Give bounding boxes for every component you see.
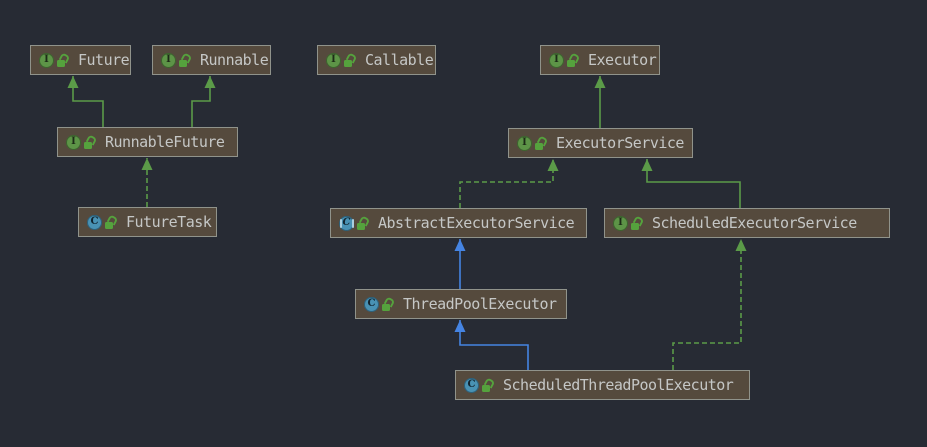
node-executor-service[interactable]: I ExecutorService: [508, 128, 693, 158]
node-abstract-executor-service[interactable]: C AbstractExecutorService: [330, 208, 587, 238]
interface-icon: I: [613, 215, 628, 231]
node-callable[interactable]: I Callable: [317, 45, 436, 75]
node-executor[interactable]: I Executor: [540, 45, 660, 75]
node-future-task[interactable]: C FutureTask: [78, 207, 217, 237]
arrowhead: [594, 76, 606, 88]
edge-scheduled-thread-pool-executor-extends-thread-pool-executor: [454, 320, 529, 370]
node-scheduled-executor-service[interactable]: I ScheduledExecutorService: [604, 208, 890, 238]
lock-body: [382, 303, 390, 311]
class-name-label: ScheduledThreadPoolExecutor: [503, 376, 734, 394]
class-icon: C: [364, 296, 379, 312]
node-runnable-future[interactable]: I RunnableFuture: [57, 127, 238, 157]
node-scheduled-thread-pool-executor[interactable]: C ScheduledThreadPoolExecutor: [455, 370, 750, 400]
public-lock-icon: [344, 51, 358, 67]
public-lock-icon: [382, 295, 396, 311]
edge-executor-service-extends-executor: [594, 76, 606, 128]
public-lock-icon: [631, 214, 645, 230]
lock-body: [567, 59, 575, 67]
class-name-label: FutureTask: [126, 213, 212, 231]
interface-icon: I: [517, 135, 532, 151]
arrowhead: [67, 76, 79, 88]
lock-body: [535, 142, 543, 150]
public-lock-icon: [567, 51, 581, 67]
class-name-label: ThreadPoolExecutor: [403, 295, 557, 313]
arrowhead: [641, 159, 653, 171]
arrowhead: [204, 76, 216, 88]
edge-future-task-implements-runnable-future: [141, 158, 153, 207]
public-lock-icon: [482, 376, 496, 392]
lock-body: [357, 222, 365, 230]
class-name-label: Runnable: [200, 51, 269, 69]
interface-icon: I: [161, 52, 176, 68]
class-name-label: ScheduledExecutorService: [652, 214, 857, 232]
public-lock-icon: [179, 51, 193, 67]
node-runnable[interactable]: I Runnable: [152, 45, 271, 75]
class-name-label: ExecutorService: [556, 134, 684, 152]
lock-body: [344, 59, 352, 67]
class-name-label: Callable: [365, 51, 434, 69]
class-icon: C: [464, 377, 479, 393]
lock-body: [179, 59, 187, 67]
public-lock-icon: [57, 51, 71, 67]
public-lock-icon: [535, 134, 549, 150]
lock-body: [57, 59, 65, 67]
node-thread-pool-executor[interactable]: C ThreadPoolExecutor: [355, 289, 567, 319]
public-lock-icon: [357, 214, 371, 230]
arrowhead: [454, 320, 466, 332]
arrowhead: [547, 159, 559, 171]
interface-icon: I: [549, 52, 564, 68]
interface-icon: I: [326, 52, 341, 68]
interface-icon: I: [39, 52, 54, 68]
class-name-label: Future: [78, 51, 130, 69]
edge-scheduled-thread-pool-executor-implements-scheduled-executor-service: [672, 239, 747, 370]
arrowhead: [735, 239, 747, 251]
edge-runnable-future-extends-future: [67, 76, 104, 127]
public-lock-icon: [105, 213, 119, 229]
class-name-label: RunnableFuture: [105, 133, 225, 151]
edge-thread-pool-executor-extends-abstract-executor-service: [454, 239, 466, 289]
edge-runnable-future-extends-runnable: [191, 76, 216, 127]
lock-body: [105, 221, 113, 229]
node-future[interactable]: I Future: [30, 45, 131, 75]
lock-body: [631, 222, 639, 230]
lock-body: [84, 141, 92, 149]
public-lock-icon: [84, 133, 98, 149]
edge-scheduled-executor-service-extends-executor-service: [641, 159, 741, 208]
class-icon: C: [87, 214, 102, 230]
class-name-label: Executor: [588, 51, 657, 69]
interface-icon: I: [66, 134, 81, 150]
arrowhead: [454, 239, 466, 251]
arrowhead: [141, 158, 153, 170]
abstract-class-icon: C: [339, 215, 354, 231]
edge-abstract-executor-service-implements-executor-service: [459, 159, 559, 208]
class-name-label: AbstractExecutorService: [378, 214, 575, 232]
lock-body: [482, 384, 490, 392]
